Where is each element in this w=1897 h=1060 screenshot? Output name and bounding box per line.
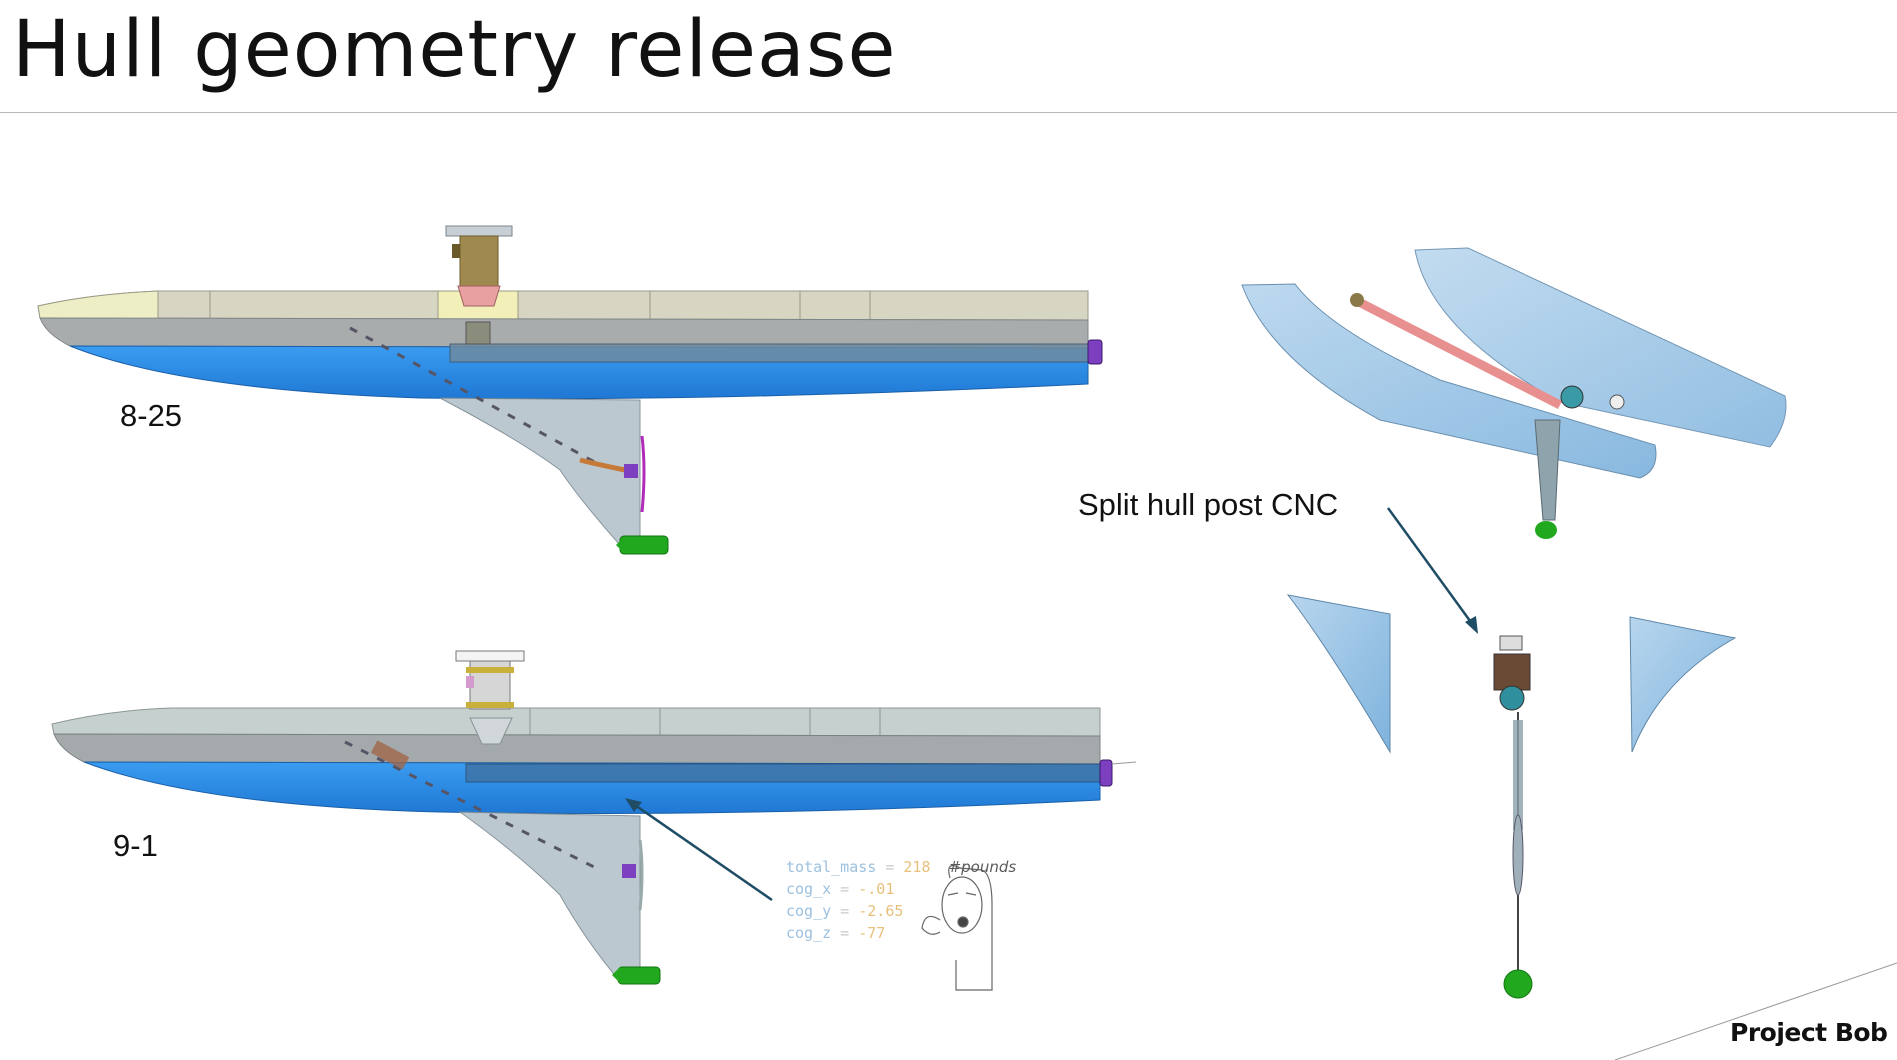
split-hull-callout: Split hull post CNC [1078, 487, 1339, 522]
cog-z-line: cog_z = -77 [786, 924, 886, 942]
footer-brand: Project Bob [1730, 1018, 1888, 1047]
version-label-9-1: 9-1 [113, 828, 158, 863]
face-sketch [921, 865, 993, 991]
split-hull-front [1286, 594, 1737, 999]
mass-properties-readout: total_mass = 218 #pounds cog_x = -.01 co… [786, 856, 1016, 944]
cg-arrow [625, 798, 773, 902]
split-hull-iso [1241, 247, 1787, 539]
version-label-8-25: 8-25 [120, 398, 183, 433]
slide-title: Hull geometry release [12, 5, 897, 95]
mass-line: total_mass = 218 #pounds [786, 858, 1017, 876]
hull-9-1 [51, 650, 1137, 985]
title-divider [0, 112, 1897, 113]
hull-8-25 [37, 225, 1103, 555]
callout-arrow [1386, 507, 1478, 634]
cog-y-line: cog_y = -2.65 [786, 902, 904, 920]
corner-diagonal [1614, 962, 1897, 1060]
cog-x-line: cog_x = -.01 [786, 880, 895, 898]
